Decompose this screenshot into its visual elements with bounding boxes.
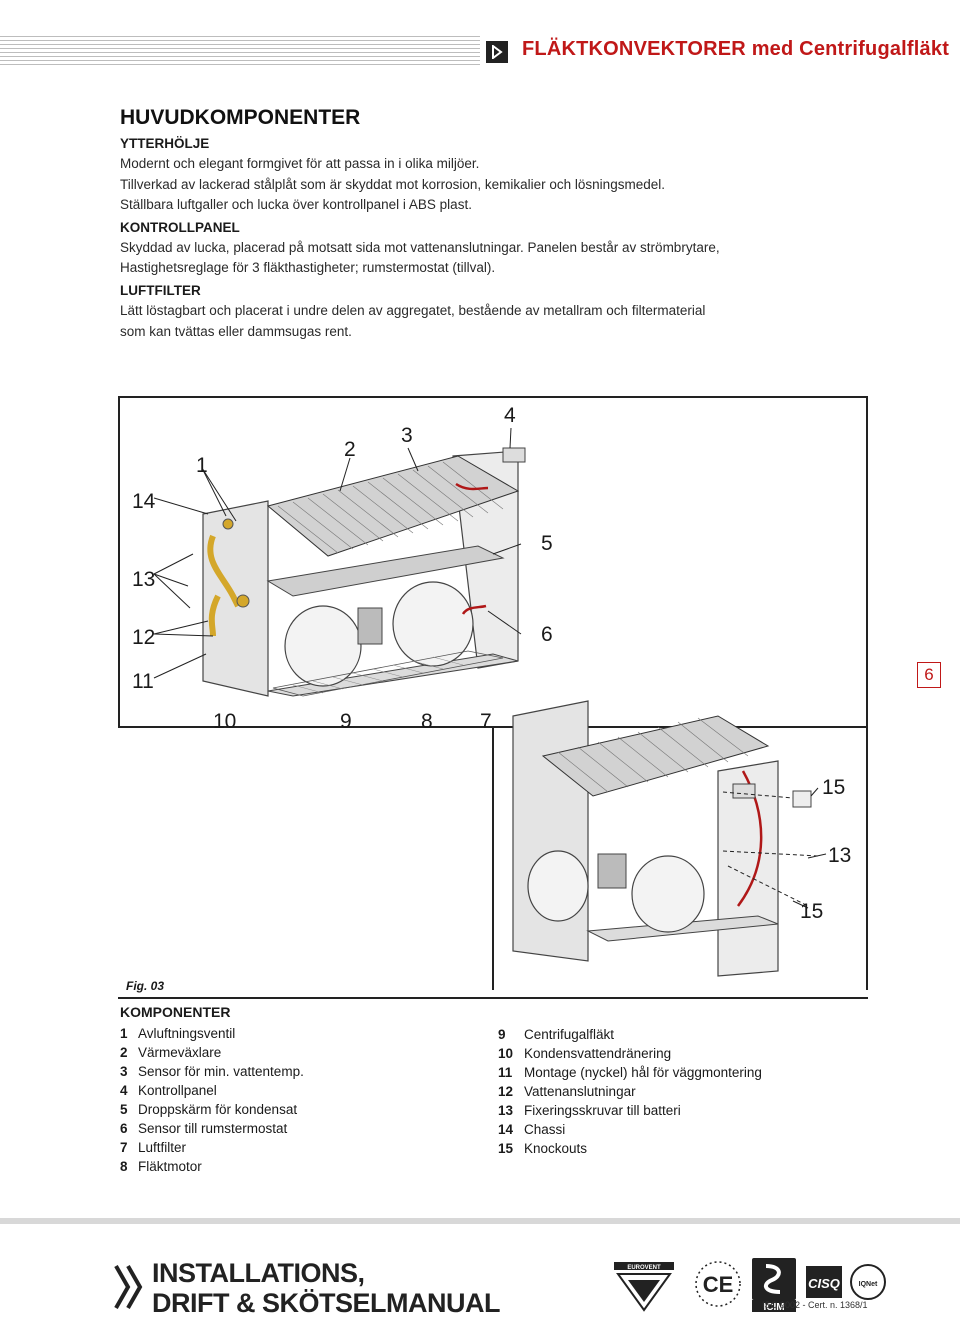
section-heading: KONTROLLPANEL	[120, 219, 240, 235]
callout-11: 11	[132, 670, 154, 693]
footer-divider	[0, 1218, 960, 1224]
components-title: KOMPONENTER	[120, 1004, 231, 1020]
callout-8: 8	[421, 710, 433, 733]
callout-1: 1	[196, 454, 208, 477]
certification-logos: EUROVENT CE ICIM CISQ IQNet	[614, 1258, 886, 1313]
section-heading: YTTERHÖLJE	[120, 136, 210, 151]
callout-9: 9	[340, 710, 352, 733]
manual-title: INSTALLATIONS, DRIFT & SKÖTSELMANUAL	[152, 1258, 500, 1318]
header-stripes	[0, 36, 480, 66]
figure-caption: Fig. 03	[126, 979, 165, 993]
ce-logo: CE	[695, 1261, 741, 1307]
callout-2: 2	[344, 438, 356, 461]
certification-text: ISO 9002 - Cert. n. 1368/1	[762, 1300, 868, 1310]
callout-5: 5	[541, 532, 553, 555]
callout-14: 14	[132, 490, 156, 513]
callout-10: 10	[213, 710, 236, 733]
svg-text:IQNet: IQNet	[859, 1281, 878, 1288]
page-number: 6	[917, 662, 941, 688]
callout-6: 6	[541, 623, 553, 646]
fan-coil-illustration: 1 2 3 4 5 6 7 8 9 10 11 12 13 14 15 13 1…	[118, 396, 868, 990]
iqnet-logo: IQNet	[850, 1264, 886, 1300]
svg-text:EUROVENT: EUROVENT	[627, 1265, 661, 1271]
text-line: som kan tvättas eller dammsugas rent.	[120, 323, 352, 339]
header-title: FLÄKTKONVEKTORER med Centrifugalfläkt	[522, 38, 950, 60]
text-line: Ställbara luftgaller och lucka över kont…	[120, 197, 472, 213]
svg-text:CISQ: CISQ	[808, 1276, 840, 1291]
figure-divider	[118, 997, 868, 999]
callout-3: 3	[401, 424, 413, 447]
cisq-logo: CISQ	[806, 1266, 842, 1298]
icim-logo: ICIM	[752, 1258, 796, 1313]
section-heading: LUFTFILTER	[120, 282, 201, 298]
text-line: Modernt och elegant formgivet för att pa…	[120, 156, 480, 171]
callout-7: 7	[480, 710, 492, 733]
unit-figure: 1 2 3 4 5 6 7 8 9 10 11 12 13 14 15 13 1…	[118, 396, 868, 992]
callout-15: 15	[822, 776, 845, 799]
svg-text:CE: CE	[703, 1272, 734, 1297]
callout-13: 13	[132, 568, 155, 591]
svg-text:ICIM: ICIM	[763, 1302, 784, 1313]
page-title: HUVUDKOMPONENTER	[120, 106, 361, 129]
eurovent-logo: EUROVENT	[614, 1262, 674, 1312]
text-line: Hastighetsreglage för 3 fläkthastigheter…	[120, 260, 496, 276]
double-chevron-icon	[114, 1265, 143, 1309]
callout-13b: 13	[828, 844, 851, 867]
callout-12: 12	[132, 626, 155, 649]
text-line: Tillverkad av lackerad stålplåt som är s…	[120, 176, 665, 192]
callout-4: 4	[504, 404, 516, 427]
callout-15b: 15	[800, 900, 823, 923]
text-line: Skyddad av lucka, placerad på motsatt si…	[120, 239, 720, 255]
chevron-box-icon	[486, 41, 508, 63]
intro-text: YTTERHÖLJE Modernt och elegant formgivet…	[120, 132, 820, 342]
text-line: Lätt löstagbart och placerat i undre del…	[120, 302, 706, 318]
